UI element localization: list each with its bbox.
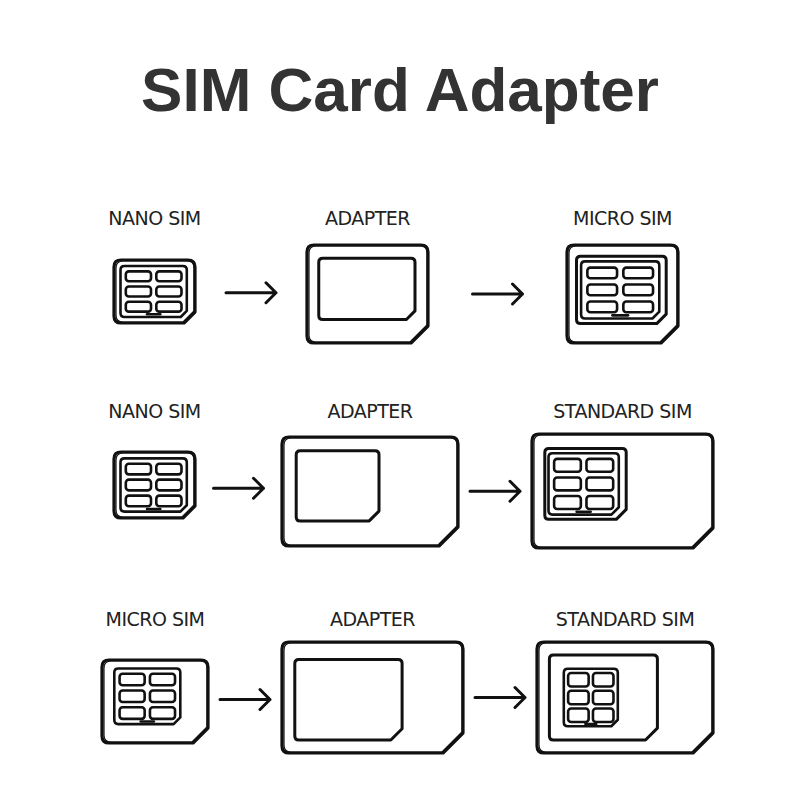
- card-outline: [530, 432, 715, 550]
- arrow-connector: [475, 688, 525, 708]
- card-label: NANO SIM: [108, 206, 200, 230]
- sim-card: MICRO SIM: [100, 658, 210, 745]
- card-label: ADAPTER: [330, 607, 415, 631]
- card-label: STANDARD SIM: [553, 399, 692, 423]
- arrow-connector: [220, 690, 270, 710]
- card-label: ADAPTER: [327, 399, 412, 423]
- card-outline: [112, 258, 197, 325]
- sim-card: STANDARD SIM: [535, 640, 715, 755]
- card-outline: [100, 658, 210, 745]
- card-outline: [565, 243, 680, 345]
- sim-card: ADAPTER: [280, 640, 465, 755]
- sim-card: MICRO SIM: [565, 243, 680, 345]
- sim-card: ADAPTER: [280, 435, 460, 548]
- card-label: MICRO SIM: [573, 206, 672, 230]
- card-outline: [280, 435, 460, 548]
- card-label: NANO SIM: [108, 399, 200, 423]
- card-label: STANDARD SIM: [556, 607, 695, 631]
- card-label: MICRO SIM: [105, 607, 204, 631]
- sim-card: STANDARD SIM: [530, 432, 715, 550]
- sim-card: NANO SIM: [112, 258, 197, 325]
- arrow-connector: [470, 481, 520, 501]
- card-label: ADAPTER: [325, 206, 410, 230]
- sim-card: NANO SIM: [112, 450, 197, 520]
- card-outline: [535, 640, 715, 755]
- sim-card: ADAPTER: [305, 243, 430, 345]
- card-outline: [280, 640, 465, 755]
- card-outline: [305, 243, 430, 345]
- arrow-connector: [226, 283, 276, 303]
- title: SIM Card Adapter: [0, 52, 800, 128]
- card-outline: [112, 450, 197, 520]
- arrow-connector: [473, 284, 523, 304]
- arrow-connector: [214, 478, 264, 498]
